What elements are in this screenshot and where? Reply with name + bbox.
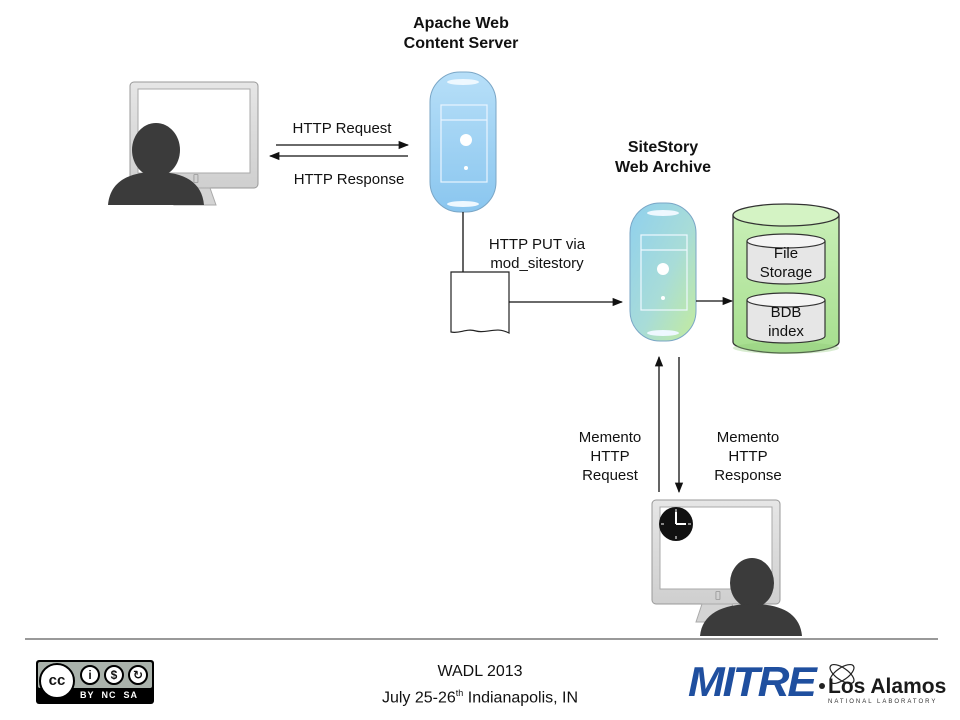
svg-text::  (715, 591, 720, 601)
memento-response-line2: HTTP (728, 448, 768, 465)
sitestory-title-line1: SiteStory (627, 139, 699, 156)
sitestory-title: SiteStory Web Archive (580, 138, 746, 178)
document-icon (450, 271, 510, 335)
footer-conference: WADL 2013 (437, 663, 523, 680)
lanl-logo-name: Los Alamos (828, 675, 947, 698)
lanl-logo: Los Alamos NATIONAL LABORATORY (812, 656, 952, 706)
lanl-logo-subtitle: NATIONAL LABORATORY (828, 699, 938, 705)
apache-title-line2: Content Server (403, 35, 519, 52)
noncommercial-icon: $ (104, 665, 124, 685)
file-storage-label: File Storage (747, 244, 825, 282)
footer-date-prefix: July 25-26 (381, 689, 456, 707)
cc-logo-icon: cc (39, 663, 75, 699)
svg-text::  (193, 174, 198, 184)
memento-response-line1: Memento (716, 429, 780, 446)
memento-request-line1: Memento (578, 429, 642, 446)
memento-user-silhouette-icon (700, 558, 802, 636)
http-request-label: HTTP Request (292, 120, 392, 137)
http-put-label-line2: mod_sitestory (490, 255, 584, 272)
http-response-label: HTTP Response (293, 171, 405, 188)
sitestory-title-line2: Web Archive (614, 159, 712, 176)
cc-badge-text: BY NC SA (80, 690, 139, 700)
sitestory-server-icon (629, 202, 697, 342)
file-storage-cylinder-icon (746, 233, 826, 285)
footer-date-location: July 25-26th Indianapolis, IN (330, 683, 630, 708)
apache-server-title: Apache Web Content Server (368, 14, 554, 54)
memento-response-label: Memento HTTP Response (698, 428, 798, 485)
apache-server-icon (429, 71, 497, 213)
memento-request-line2: HTTP (590, 448, 630, 465)
bdb-index-cylinder-icon (746, 292, 826, 344)
file-storage-line1: File (773, 245, 799, 262)
clock-icon (659, 507, 693, 541)
footer-date-sup: th (455, 688, 464, 698)
bdb-index-line1: BDB (770, 304, 802, 321)
lanl-atom-icon (819, 663, 855, 689)
apache-title-line1: Apache Web (413, 15, 509, 32)
cc-license-badge[interactable]: cc i $ ↻ BY NC SA (36, 660, 154, 704)
http-put-label: HTTP PUT via mod_sitestory (472, 235, 602, 273)
client-user-silhouette-icon (108, 123, 204, 205)
attribution-icon: i (80, 665, 100, 685)
file-storage-line2: Storage (759, 264, 813, 281)
memento-request-label: Memento HTTP Request (560, 428, 660, 485)
mitre-logo: MITRE (688, 658, 817, 705)
footer-date-suffix: Indianapolis, IN (463, 689, 579, 707)
bdb-index-line2: index (768, 323, 804, 340)
bdb-index-label: BDB index (747, 303, 825, 341)
memento-request-line3: Request (582, 467, 638, 484)
memento-response-line3: Response (714, 467, 782, 484)
http-put-label-line1: HTTP PUT via (488, 236, 586, 253)
sharealike-icon: ↻ (128, 665, 148, 685)
